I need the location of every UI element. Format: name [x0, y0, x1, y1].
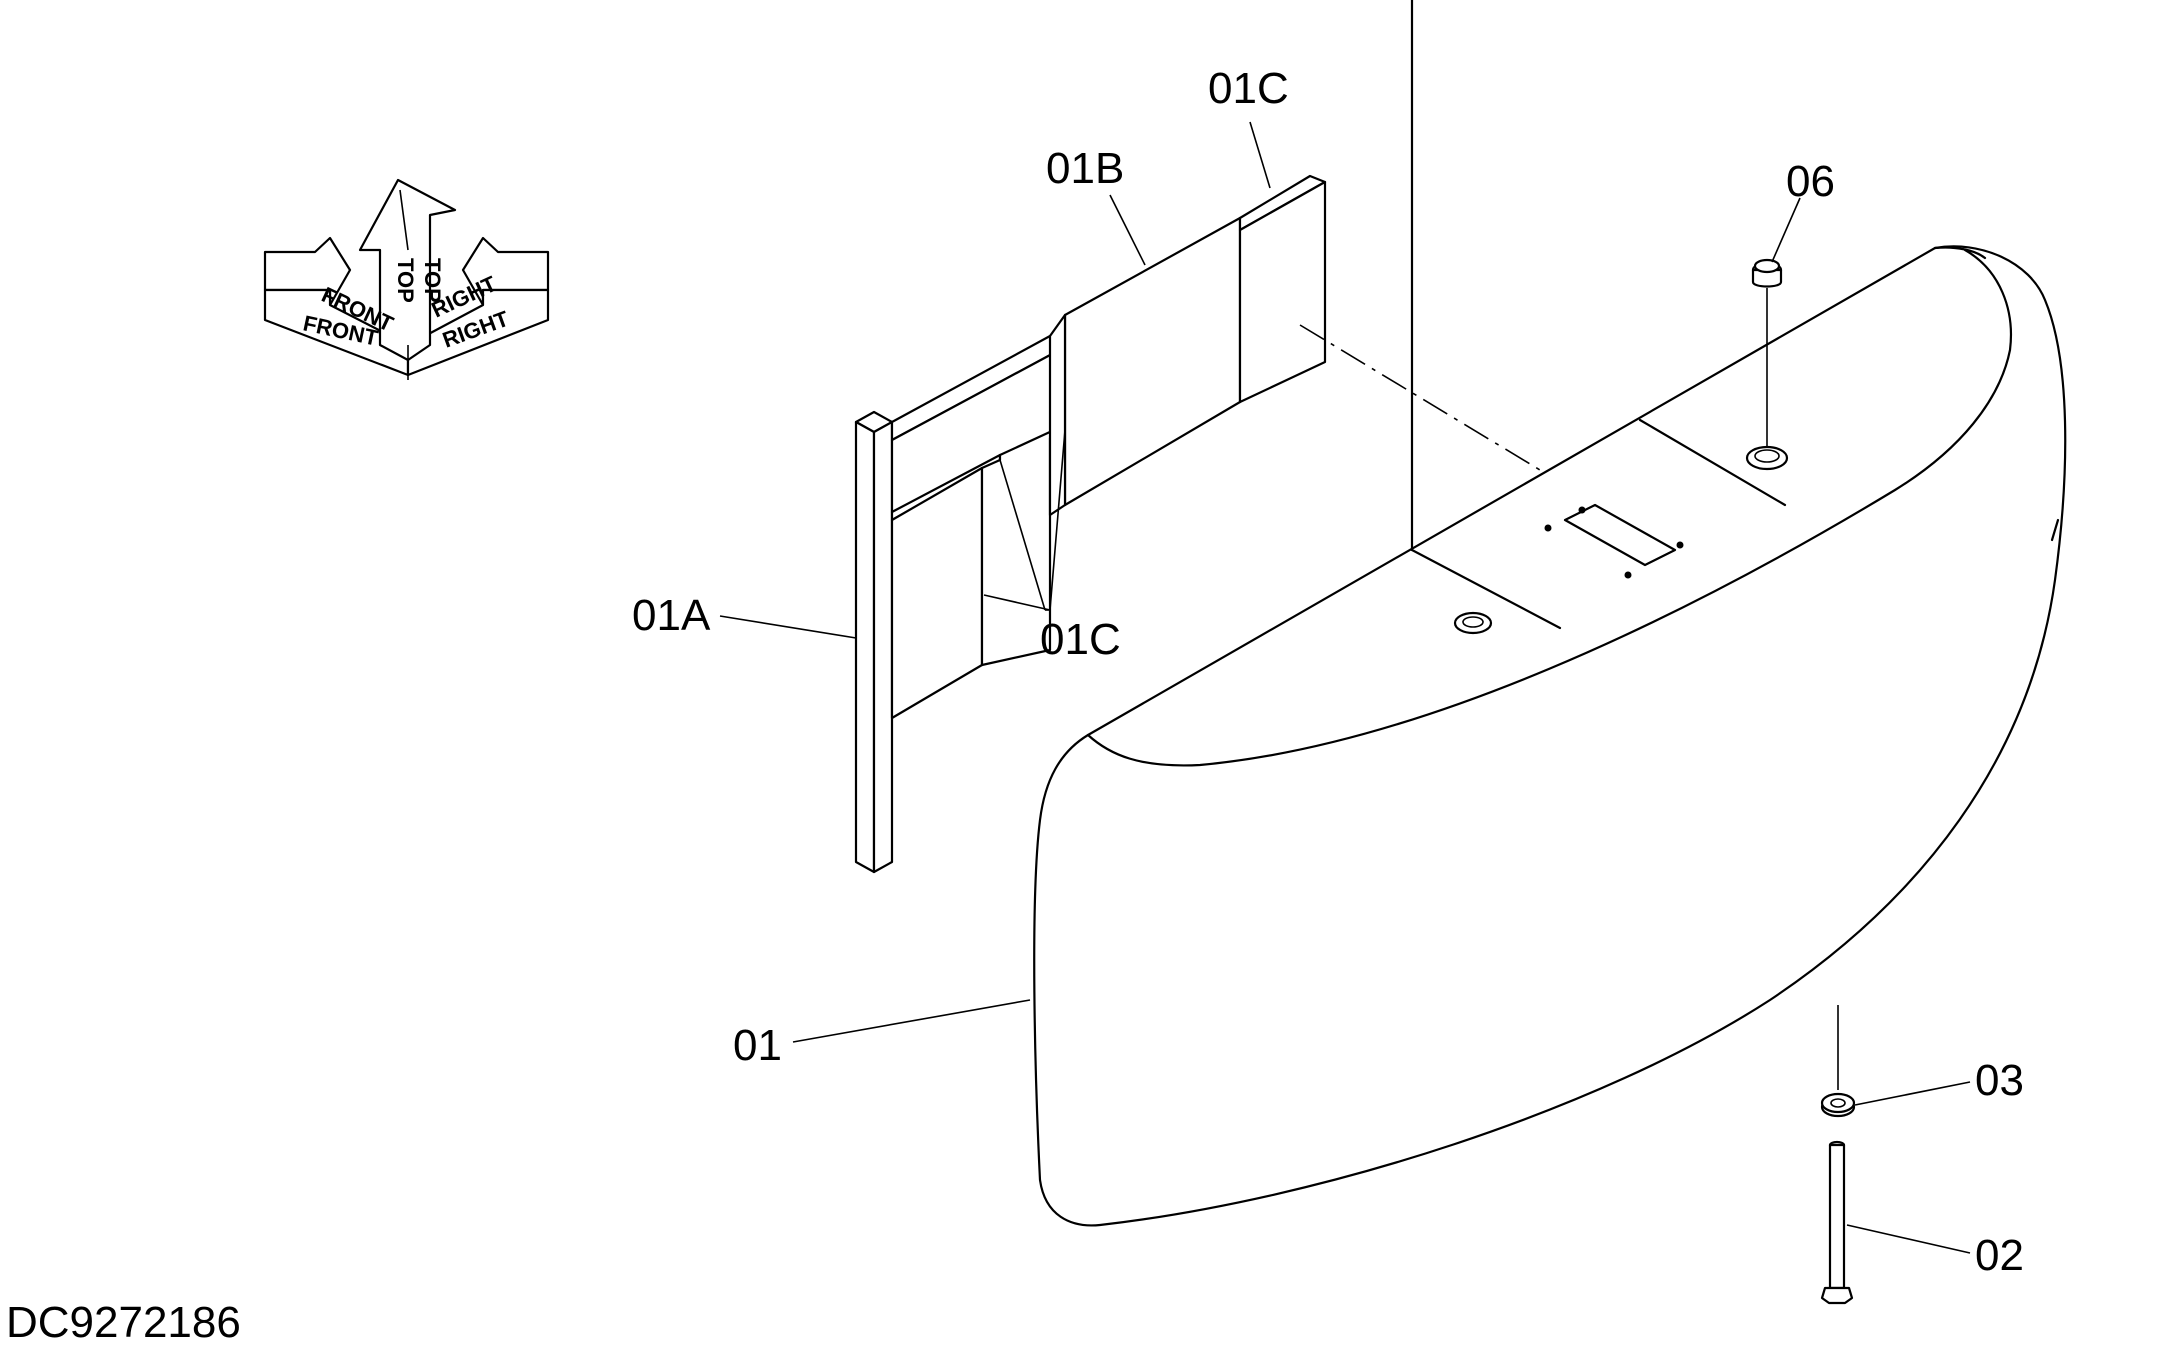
part-01-counterweight — [1033, 0, 2067, 1227]
callout-01C-top: 01C — [1208, 64, 1289, 113]
callout-01: 01 — [733, 1021, 782, 1070]
callout-02: 02 — [1975, 1231, 2024, 1280]
top-hole-left — [1453, 611, 1493, 635]
callout-01B: 01B — [1046, 144, 1124, 193]
top-label-right: TOP — [420, 258, 445, 303]
top-arrow — [358, 178, 457, 362]
leader-lines — [719, 121, 1971, 1254]
callout-06: 06 — [1786, 157, 1835, 206]
part-01B-plate — [1048, 216, 1242, 517]
callout-03: 03 — [1975, 1056, 2024, 1105]
part-01A-post — [854, 410, 894, 874]
callout-01A: 01A — [632, 591, 711, 640]
orientation-indicator: FRONT FRONT TOP TOP RIGHT RIGHT — [263, 178, 550, 380]
part-01C-upper-plate — [1238, 174, 1327, 404]
part-02-bolt — [1820, 1140, 1854, 1305]
callout-01C-mid: 01C — [1040, 615, 1121, 664]
part-03-washer — [1820, 1005, 1856, 1118]
top-label-left: TOP — [393, 258, 418, 303]
document-id: DC9272186 — [6, 1298, 241, 1345]
part-06-plug — [1751, 258, 1783, 448]
alignment-line-plates — [1299, 324, 1541, 471]
